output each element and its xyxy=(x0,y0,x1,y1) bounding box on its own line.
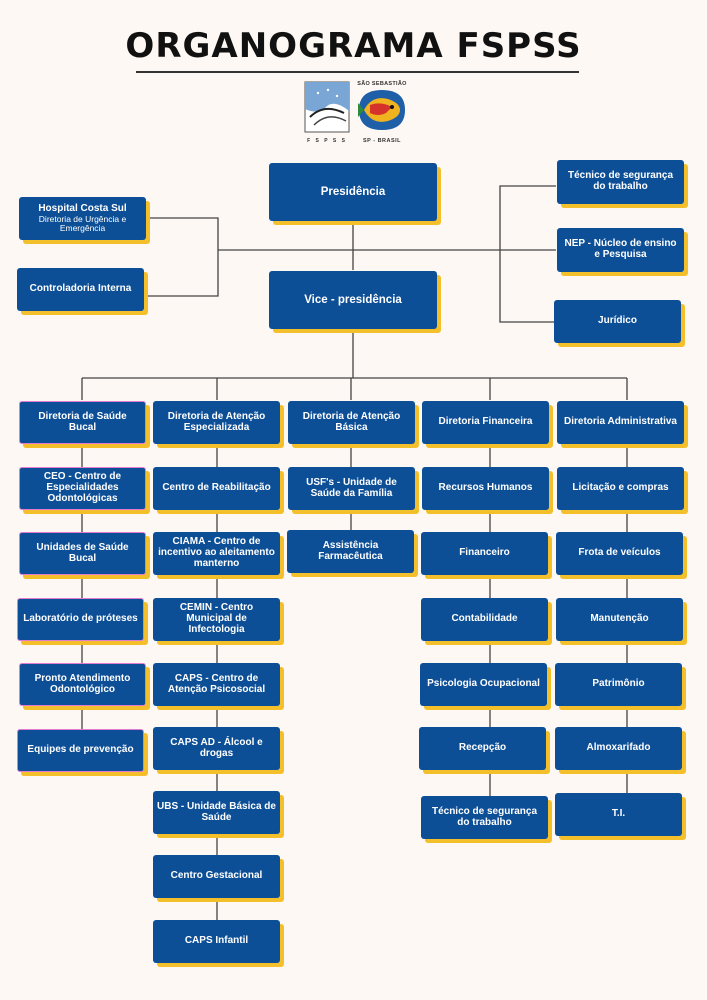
hospital-costa-sul-subtitle: Diretoria de Urgência e Emergência xyxy=(38,213,127,233)
ciama-box: CIAMA - Centro de incentivo ao aleitamen… xyxy=(153,532,280,575)
tecnico-seguranca-financeira-label: Técnico de segurança do trabalho xyxy=(431,805,538,828)
diretoria-atencao-basica-label: Diretoria de Atenção Básica xyxy=(302,410,401,433)
city-logo-top-text: SÃO SEBASTIÃO xyxy=(357,81,407,87)
caps-infantil-label: CAPS Infantil xyxy=(184,935,249,947)
contabilidade-box: Contabilidade xyxy=(421,598,548,641)
recepcao-label: Recepção xyxy=(458,742,507,754)
title-divider xyxy=(136,71,579,73)
diretoria-atencao-especializada-box: Diretoria de Atenção Especializada xyxy=(153,401,280,444)
diretoria-financeira-box: Diretoria Financeira xyxy=(422,401,549,444)
contabilidade-label: Contabilidade xyxy=(451,613,518,625)
recursos-humanos-box: Recursos Humanos xyxy=(422,467,549,510)
page-title: ORGANOGRAMA FSPSS xyxy=(125,26,582,66)
manutencao-box: Manutenção xyxy=(556,598,683,641)
juridico-label: Jurídico xyxy=(598,315,637,327)
vice-presidencia-label: Vice - presidência xyxy=(304,293,402,306)
diretoria-financeira-label: Diretoria Financeira xyxy=(438,416,533,428)
juridico-box: Jurídico xyxy=(554,300,681,343)
controladoria-interna-label: Controladoria Interna xyxy=(29,283,132,295)
frota-veiculos-box: Frota de veículos xyxy=(556,532,683,575)
fspss-logo-caption: F S P S S xyxy=(307,138,347,144)
usf-box: USF's - Unidade de Saúde da Família xyxy=(288,467,415,510)
manutencao-label: Manutenção xyxy=(590,613,649,625)
unidades-saude-bucal-label: Unidades de Saúde Bucal xyxy=(36,541,129,564)
diretoria-saude-bucal-box: Diretoria de Saúde Bucal xyxy=(19,401,146,444)
recepcao-box: Recepção xyxy=(419,727,546,770)
laboratorio-proteses-box: Laboratório de próteses xyxy=(17,598,144,641)
caps-label: CAPS - Centro de Atenção Psicosocial xyxy=(167,672,266,695)
equipes-prevencao-box: Equipes de prevenção xyxy=(17,729,144,772)
psicologia-ocupacional-label: Psicologia Ocupacional xyxy=(427,678,540,690)
diretoria-atencao-especializada-label: Diretoria de Atenção Especializada xyxy=(167,410,266,433)
usf-label: USF's - Unidade de Saúde da Família xyxy=(306,476,397,499)
fspss-logo-icon xyxy=(304,81,350,133)
caps-ad-label: CAPS AD - Álcool e drogas xyxy=(170,736,263,759)
controladoria-interna-box: Controladoria Interna xyxy=(17,268,144,311)
pronto-atendimento-odontologico-label: Pronto Atendimento Odontológico xyxy=(34,672,131,695)
caps-infantil-box: CAPS Infantil xyxy=(153,920,280,963)
ubs-box: UBS - Unidade Básica de Saúde xyxy=(153,791,280,834)
ciama-label: CIAMA - Centro de incentivo ao aleitamen… xyxy=(158,536,275,569)
assistencia-farmaceutica-box: Assistência Farmacêutica xyxy=(287,530,414,573)
city-logo-bottom-text: SP - BRASIL xyxy=(362,138,402,144)
ceo-box: CEO - Centro de Especialidades Odontológ… xyxy=(19,467,146,510)
cemin-label: CEMIN - Centro Municipal de Infectologia xyxy=(179,602,254,635)
diretoria-saude-bucal-label: Diretoria de Saúde Bucal xyxy=(38,410,127,433)
diretoria-atencao-basica-box: Diretoria de Atenção Básica xyxy=(288,401,415,444)
centro-reabilitacao-box: Centro de Reabilitação xyxy=(153,467,280,510)
caps-ad-box: CAPS AD - Álcool e drogas xyxy=(153,727,280,770)
presidencia-label: Presidência xyxy=(320,185,386,198)
almoxarifado-box: Almoxarifado xyxy=(555,727,682,770)
ubs-label: UBS - Unidade Básica de Saúde xyxy=(157,800,276,823)
tecnico-seguranca-top-label: Técnico de segurança do trabalho xyxy=(567,170,674,192)
centro-reabilitacao-label: Centro de Reabilitação xyxy=(162,482,271,494)
equipes-prevencao-label: Equipes de prevenção xyxy=(27,744,134,756)
tecnico-seguranca-top-box: Técnico de segurança do trabalho xyxy=(557,160,684,204)
nep-label: NEP - Núcleo de ensino e Pesquisa xyxy=(564,238,677,260)
hospital-costa-sul-box: Hospital Costa Sul Diretoria de Urgência… xyxy=(19,197,146,240)
pronto-atendimento-odontologico-box: Pronto Atendimento Odontológico xyxy=(19,663,146,706)
patrimonio-box: Patrimônio xyxy=(555,663,682,706)
centro-gestacional-label: Centro Gestacional xyxy=(170,870,263,882)
fspss-logo: F S P S S xyxy=(304,81,350,144)
almoxarifado-label: Almoxarifado xyxy=(586,742,651,754)
recursos-humanos-label: Recursos Humanos xyxy=(438,482,533,494)
assistencia-farmaceutica-label: Assistência Farmacêutica xyxy=(318,539,383,562)
centro-gestacional-box: Centro Gestacional xyxy=(153,855,280,898)
cemin-box: CEMIN - Centro Municipal de Infectologia xyxy=(153,598,280,641)
unidades-saude-bucal-box: Unidades de Saúde Bucal xyxy=(19,532,146,575)
nep-box: NEP - Núcleo de ensino e Pesquisa xyxy=(557,228,684,272)
diretoria-administrativa-box: Diretoria Administrativa xyxy=(557,401,684,444)
ti-label: T.I. xyxy=(611,808,626,820)
ceo-label: CEO - Centro de Especialidades Odontológ… xyxy=(43,471,122,504)
laboratorio-proteses-label: Laboratório de próteses xyxy=(23,613,138,625)
caps-box: CAPS - Centro de Atenção Psicosocial xyxy=(153,663,280,706)
patrimonio-label: Patrimônio xyxy=(592,678,645,690)
vice-presidencia-box: Vice - presidência xyxy=(269,271,437,329)
presidencia-box: Presidência xyxy=(269,163,437,221)
frota-veiculos-label: Frota de veículos xyxy=(578,547,661,559)
ti-box: T.I. xyxy=(555,793,682,836)
licitacao-compras-box: Licitação e compras xyxy=(557,467,684,510)
licitacao-compras-label: Licitação e compras xyxy=(572,482,669,494)
financeiro-label: Financeiro xyxy=(459,547,510,559)
hospital-costa-sul-title: Hospital Costa Sul xyxy=(38,202,127,214)
tecnico-seguranca-financeira-box: Técnico de segurança do trabalho xyxy=(421,796,548,839)
psicologia-ocupacional-box: Psicologia Ocupacional xyxy=(420,663,547,706)
financeiro-box: Financeiro xyxy=(421,532,548,575)
sao-sebastiao-logo: SÃO SEBASTIÃO SP - BRASIL xyxy=(356,81,408,144)
fish-coat-of-arms-icon xyxy=(358,90,405,130)
diretoria-administrativa-label: Diretoria Administrativa xyxy=(564,416,677,428)
